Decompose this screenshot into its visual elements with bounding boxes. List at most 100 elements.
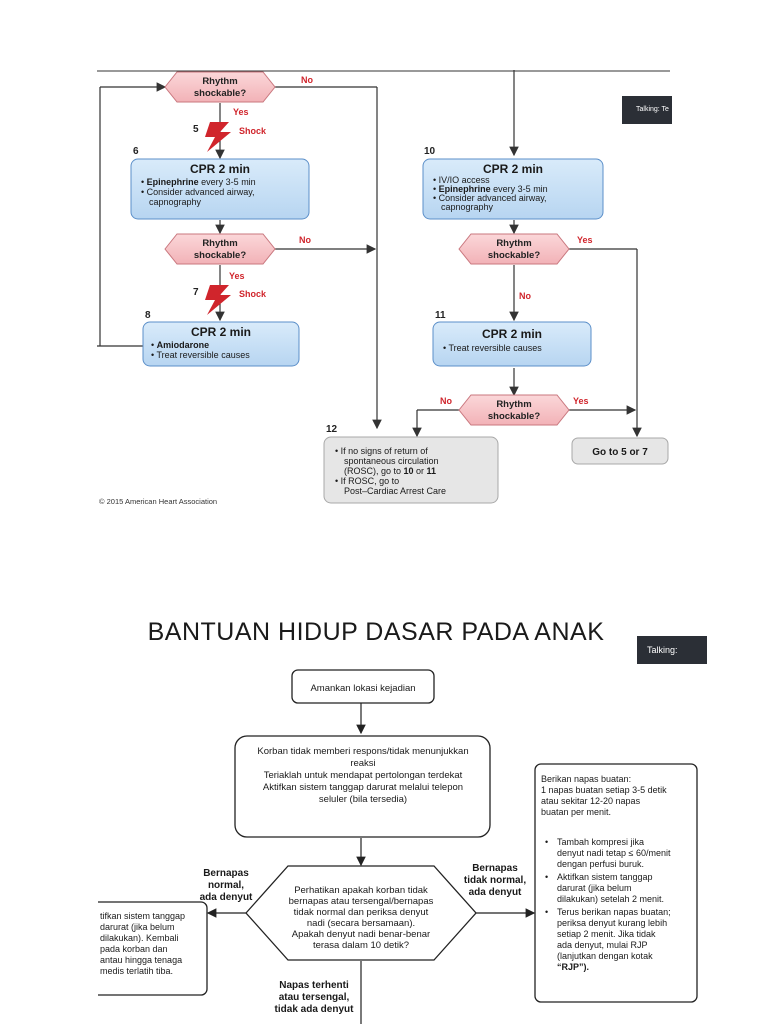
cpr-box-6-line1: • Epinephrine every 3-5 min — [141, 177, 256, 187]
box-right-intro3: atau sekitar 12-20 napas — [541, 796, 641, 806]
cpr-box-11 — [432, 321, 592, 367]
label-left-line1: Bernapas — [203, 868, 249, 879]
box-12-line5: Post–Cardiac Arrest Care — [344, 486, 446, 496]
acls-algorithm-slide: Rhythm shockable? Rhythm shockable? Rhyt… — [97, 70, 670, 510]
goto-5-or-7-label: Go to 5 or 7 — [592, 447, 648, 458]
box-unresponsive-line2: reaksi — [350, 758, 375, 769]
box-right-b3-l2: periksa denyut kurang lebih — [557, 918, 667, 928]
label-bottom-line1: Napas terhenti — [279, 980, 349, 991]
bullet-icon: • — [545, 872, 548, 882]
goto-5-or-7-box — [571, 437, 669, 465]
label-right-line3: ada denyut — [469, 887, 522, 898]
decision-line3: tidak normal dan periksa denyut — [294, 907, 429, 918]
decision-mid-left-line1: Rhythm — [202, 238, 237, 249]
box-right-b3-l6: “RJP”). — [557, 962, 589, 972]
shock-bolt-icon — [205, 285, 231, 315]
acls-flowchart: Rhythm shockable? Rhythm shockable? Rhyt… — [97, 70, 670, 506]
box-12-line2: spontaneous circulation — [344, 456, 439, 466]
cpr-box-10 — [422, 158, 604, 220]
node-12-number: 12 — [326, 424, 338, 435]
box-12-line3: (ROSC), go to 10 or 11 — [344, 466, 436, 476]
decision-bottom-right-line2: shockable? — [488, 411, 540, 422]
decision-line4: nadi (secara bersamaan). — [307, 918, 415, 929]
node-10-number: 10 — [424, 146, 436, 157]
yes-label-mid-left: Yes — [229, 271, 245, 281]
decision-line6: terasa dalam 10 detik? — [313, 940, 409, 951]
cpr-box-6 — [130, 158, 310, 220]
cpr-box-8-line1: • Amiodarone — [151, 340, 209, 350]
talking-indicator: Talking: Te — [622, 96, 672, 124]
box-unresponsive-line4: Aktifkan sistem tanggap darurat melalui … — [263, 782, 463, 793]
cpr-box-10-line4: capnography — [441, 202, 494, 212]
decision-bottom-right-line1: Rhythm — [496, 399, 531, 410]
label-right-line1: Bernapas — [472, 863, 518, 874]
bullet-icon: • — [545, 907, 548, 917]
cpr-box-8-line2: • Treat reversible causes — [151, 350, 250, 360]
decision-mid-right-line2: shockable? — [488, 250, 540, 261]
box-right-intro4: buatan per menit. — [541, 807, 611, 817]
no-label-mid-right: No — [519, 291, 531, 301]
box-right-b2-l3: dilakukan) setelah 2 menit. — [557, 894, 664, 904]
box-unresponsive-line3: Teriaklah untuk mendapat pertolongan ter… — [264, 770, 463, 781]
connector-lines — [206, 703, 536, 1024]
cpr-box-8-title: CPR 2 min — [191, 325, 251, 339]
decision-line5: Apakah denyut nadi benar-benar — [292, 929, 430, 940]
cpr-box-6-line2: • Consider advanced airway, — [141, 187, 255, 197]
yes-label-mid-right: Yes — [577, 235, 593, 245]
node-8-number: 8 — [145, 310, 151, 321]
box-right-b3-l5: (lanjutkan dengan kotak — [557, 951, 653, 961]
box-right-b3-l3: setiap 2 menit. Jika tidak — [557, 929, 656, 939]
decision-mid-left — [164, 233, 276, 265]
box-right-b3-l1: Terus berikan napas buatan; — [557, 907, 671, 917]
yes-label-bottom: Yes — [573, 396, 589, 406]
copyright-text: © 2015 American Heart Association — [99, 497, 217, 506]
box-12-line4: • If ROSC, go to — [335, 476, 399, 486]
box-right-b3-l4: ada denyut, mulai RJP — [557, 940, 648, 950]
label-left-line3: ada denyut — [200, 892, 253, 903]
decision-top-line1: Rhythm — [202, 76, 237, 87]
box-unresponsive-line1: Korban tidak memberi respons/tidak menun… — [257, 746, 468, 757]
no-label-mid-left: No — [299, 235, 311, 245]
cpr-box-10-title: CPR 2 min — [483, 162, 543, 176]
slide-title: BANTUAN HIDUP DASAR PADA ANAK — [148, 618, 605, 646]
decision-mid-right — [458, 233, 570, 265]
box-secure-location — [291, 669, 435, 704]
cpr-box-8 — [142, 321, 300, 367]
decision-top-line2: shockable? — [194, 88, 246, 99]
no-label-top: No — [301, 75, 313, 85]
decision-mid-left-line2: shockable? — [194, 250, 246, 261]
no-label-bottom: No — [440, 396, 452, 406]
cpr-box-10-line2: • Epinephrine every 3-5 min — [433, 184, 548, 194]
label-right-line2: tidak normal, — [464, 875, 526, 886]
box-left-activate — [98, 901, 208, 996]
step-5-number: 5 — [193, 124, 199, 135]
decision-breathing-pulse — [245, 865, 477, 961]
decision-line2: bernapas atau tersengal/bernapas — [289, 896, 434, 907]
cpr-box-11-line1: • Treat reversible causes — [443, 343, 542, 353]
label-bottom-line3: tidak ada denyut — [275, 1004, 355, 1015]
box-12-rosc — [323, 436, 499, 504]
shock-label-7: Shock — [239, 289, 267, 299]
cpr-box-10-line1: • IV/IO access — [433, 175, 490, 185]
pediatric-bls-flowchart: BANTUAN HIDUP DASAR PADA ANAK Amankan lo… — [98, 618, 698, 1024]
step-7-number: 7 — [193, 287, 199, 298]
box-left-line2: darurat (jika belum — [100, 922, 175, 932]
box-right-b1-l1: Tambah kompresi jika — [557, 837, 644, 847]
box-right-b1-l3: dengan perfusi buruk. — [557, 859, 644, 869]
decision-top — [164, 71, 276, 103]
box-right-b2-l1: Aktifkan sistem tanggap — [557, 872, 653, 882]
box-left-line6: medis terlatih tiba. — [100, 966, 173, 976]
box-right-b2-l2: darurat (jika belum — [557, 883, 632, 893]
decision-bottom-right — [458, 394, 570, 426]
box-left-line4: pada korban dan — [100, 944, 168, 954]
decision-mid-right-line1: Rhythm — [496, 238, 531, 249]
box-unresponsive — [234, 735, 491, 838]
shock-bolt-icon — [205, 122, 231, 152]
label-bottom-line2: atau tersengal, — [279, 992, 350, 1003]
box-unresponsive-line5: seluler (bila tersedia) — [319, 794, 407, 805]
connector-lines — [97, 70, 642, 438]
pediatric-bls-slide: BANTUAN HIDUP DASAR PADA ANAK Amankan lo… — [98, 612, 708, 1024]
box-secure-location-text: Amankan lokasi kejadian — [310, 683, 415, 694]
box-left-line3: dilakukan). Kembali — [100, 933, 179, 943]
talking-indicator: Talking: — [637, 636, 707, 664]
